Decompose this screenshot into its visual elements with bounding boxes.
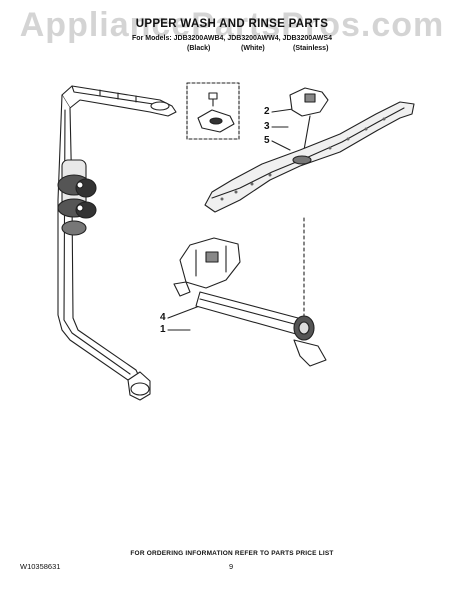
wash-tube-assembly [173,217,327,367]
models-line: For Models: JDB3200AWB4, JDB3200AWW4, JD… [132,35,332,42]
callout-3: 3 [264,121,270,132]
callout-2: 2 [264,106,270,117]
callout-1: 1 [160,324,166,335]
color-white: (White) [241,45,265,52]
page-title: UPPER WASH AND RINSE PARTS [135,18,329,30]
ordering-note: FOR ORDERING INFORMATION REFER TO PARTS … [130,550,334,557]
callout-4: 4 [160,312,166,323]
spray-arm-mount [289,87,329,151]
detail-box [186,82,240,140]
supply-tube [57,85,177,401]
doc-number: W10358631 [20,562,61,571]
watermark: AppliancePartsPros.com [19,6,445,44]
page-number: 9 [229,562,234,571]
color-stainless: (Stainless) [293,45,329,52]
callout-5: 5 [264,135,270,146]
color-black: (Black) [187,45,211,52]
upper-spray-arm [204,101,415,213]
tube-coupling [57,159,97,236]
